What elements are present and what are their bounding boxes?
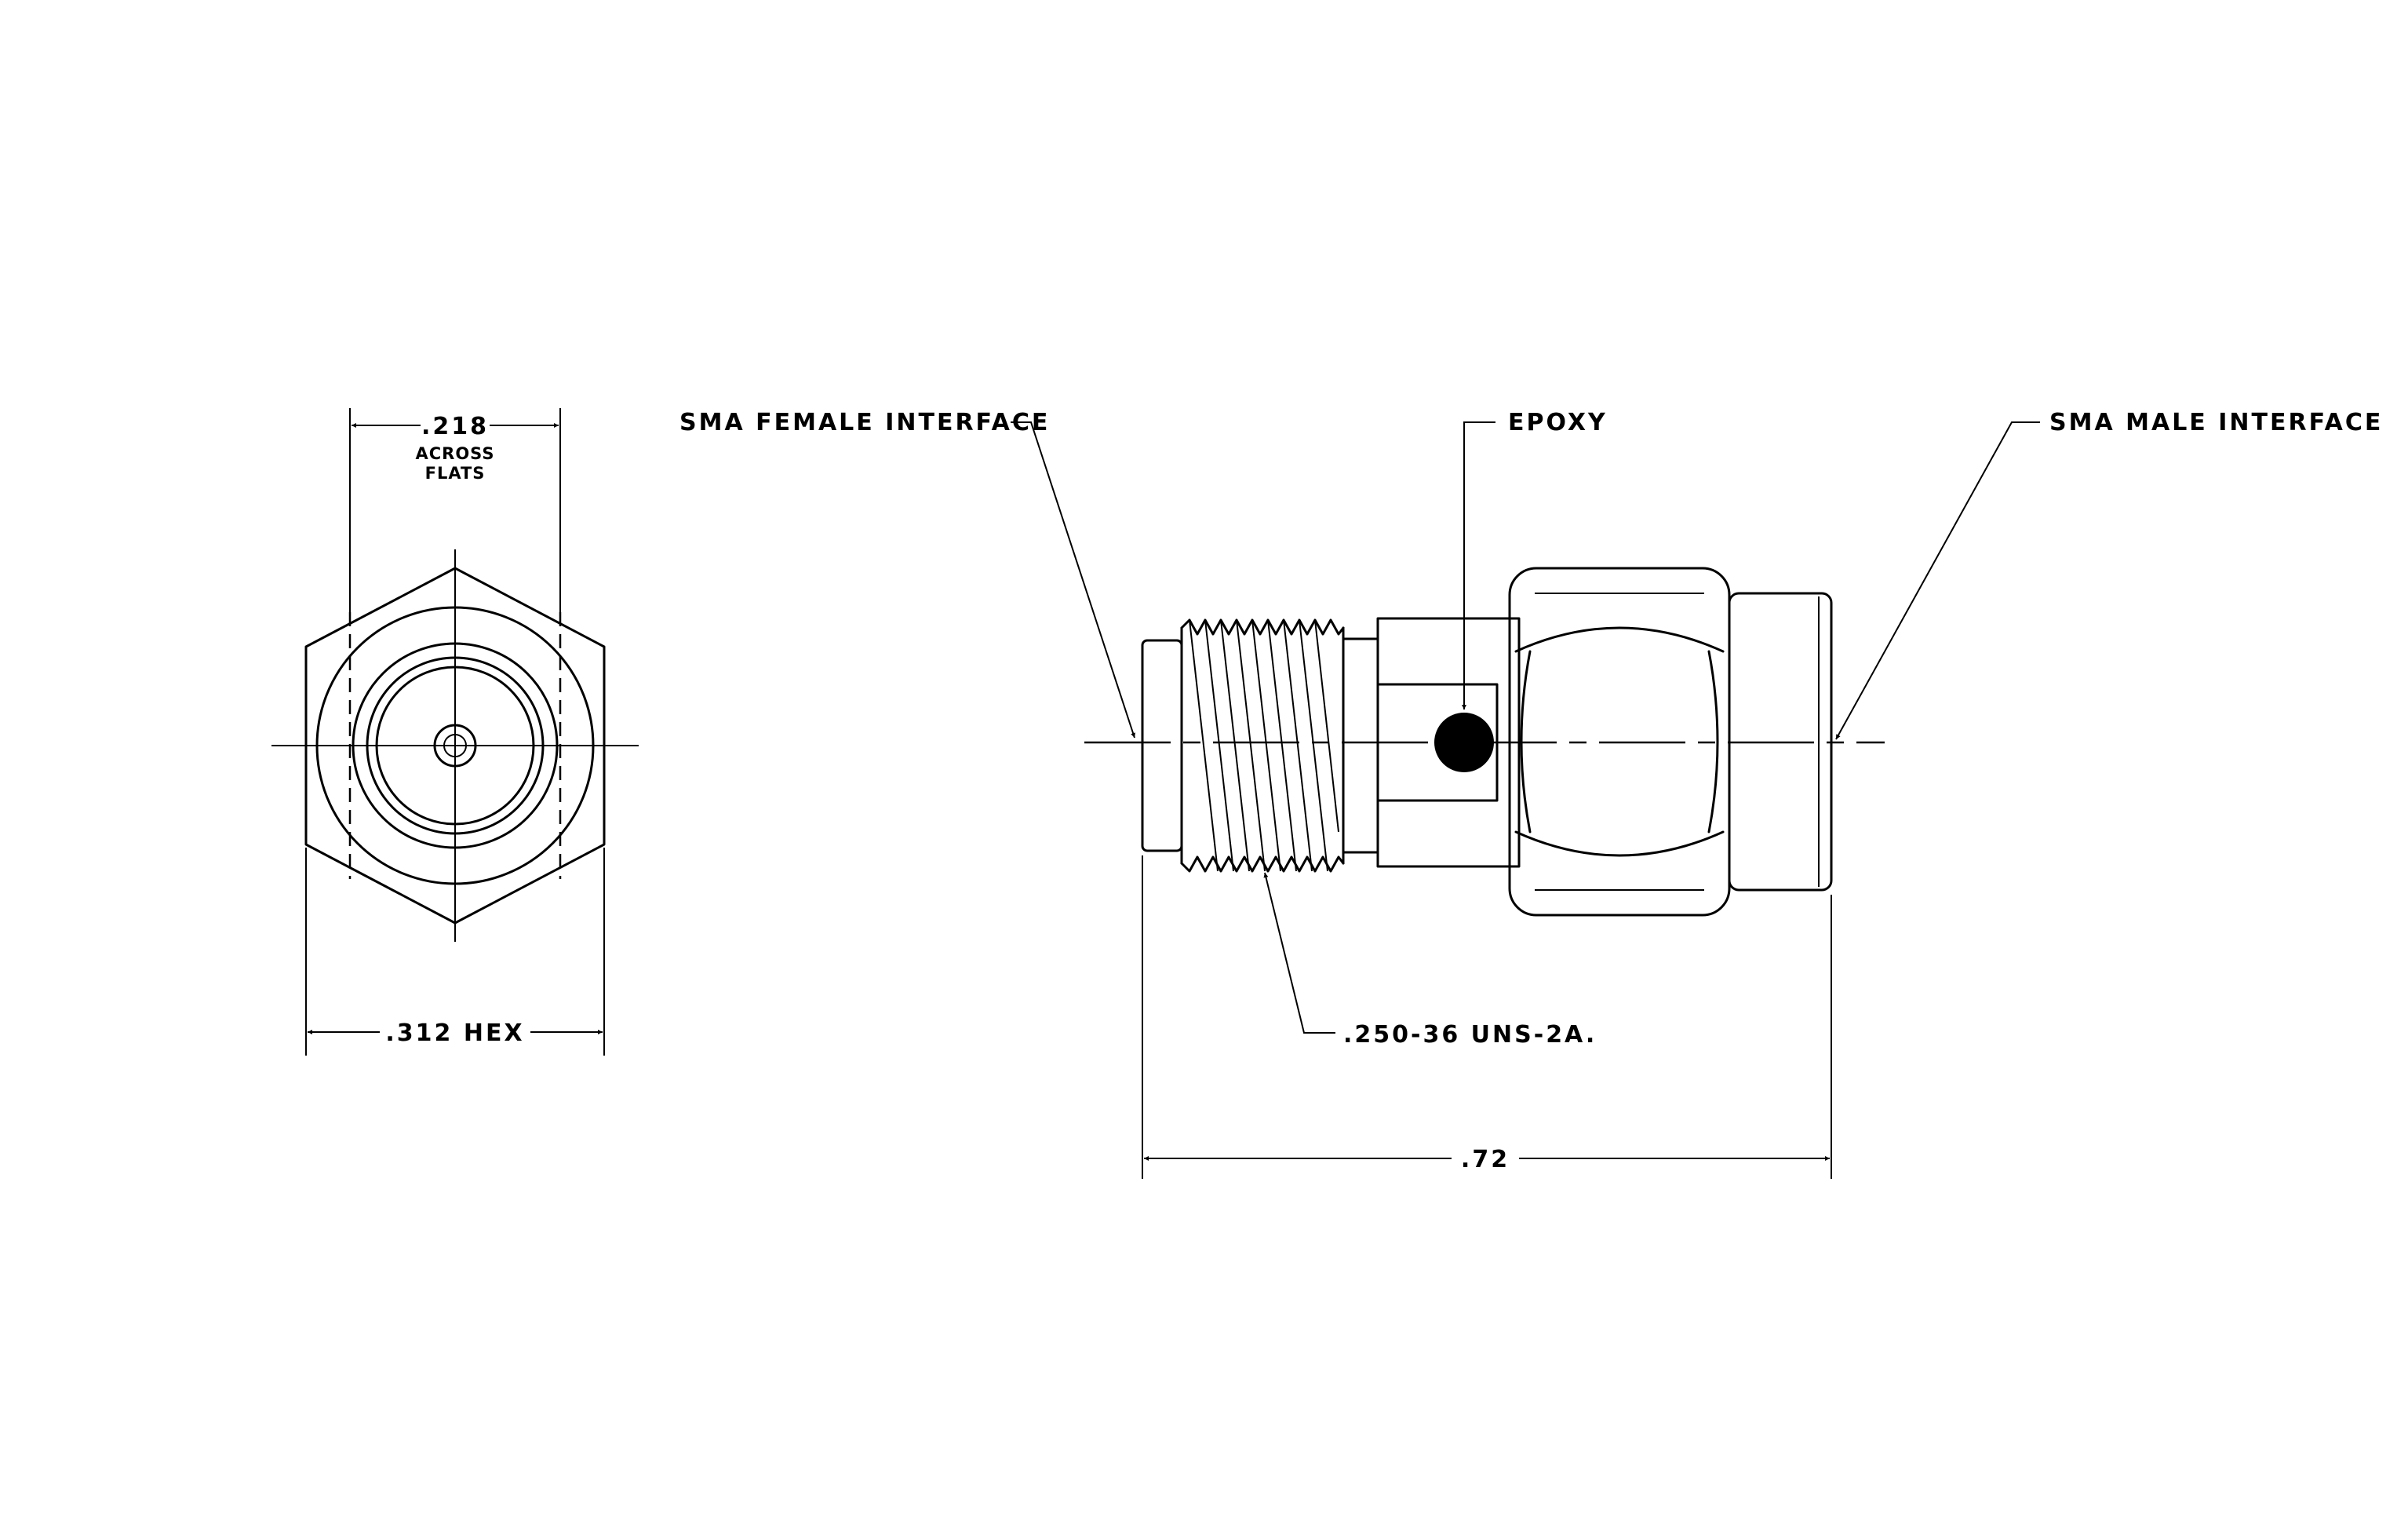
across-flats-value: .218 — [421, 413, 489, 440]
male-interface-label: SMA MALE INTERFACE — [2049, 409, 2383, 436]
across-flats-note-2: FLATS — [425, 464, 486, 483]
thread-leader — [1263, 872, 1335, 1034]
female-interface-label: SMA FEMALE INTERFACE — [679, 409, 1050, 436]
hex-dimension: .312 HEX — [385, 1019, 524, 1047]
barrel-step — [1342, 637, 1379, 854]
threaded-barrel — [1180, 618, 1345, 873]
side-view: SMA FEMALE INTERFACE EPOXY SMA MALE INTE… — [679, 409, 2383, 1179]
end-view: .218 ACROSS FLATS .312 HEX — [271, 408, 639, 1056]
male-interface-leader — [1835, 421, 2040, 740]
female-interface-leader — [1011, 421, 1135, 739]
across-flats-note-1: ACROSS — [416, 444, 495, 463]
epoxy-label: EPOXY — [1508, 409, 1608, 436]
thread-label: .250-36 UNS-2A. — [1343, 1021, 1597, 1049]
female-face — [1141, 639, 1183, 852]
epoxy-leader — [1462, 421, 1495, 709]
epoxy-dot — [1434, 713, 1494, 772]
overall-length: .72 — [1461, 1146, 1510, 1173]
